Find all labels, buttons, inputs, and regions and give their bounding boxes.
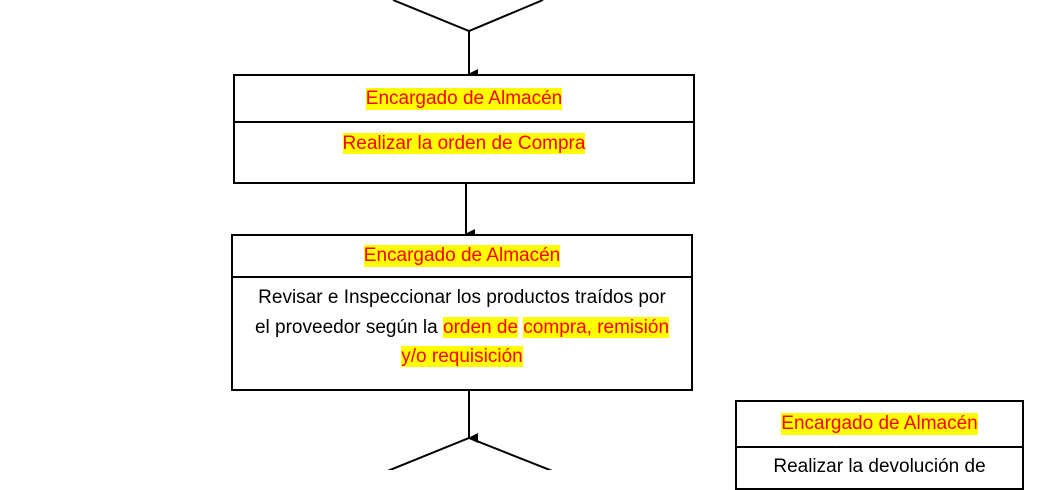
role-header: Encargado de Almacén bbox=[235, 76, 693, 123]
action-highlight: orden de bbox=[443, 316, 519, 338]
action-text: Revisar e Inspeccionar los productos tra… bbox=[233, 276, 691, 389]
action-text: Realizar la orden de Compra bbox=[235, 121, 693, 182]
process-box-purchase-order: Encargado de Almacén Realizar la orden d… bbox=[233, 74, 695, 184]
action-highlight: compra, remisión y/o requisición bbox=[401, 316, 670, 367]
role-header: Encargado de Almacén bbox=[737, 402, 1022, 448]
action-highlight: Realizar la orden de Compra bbox=[342, 133, 586, 154]
action-text: Realizar la devolución de bbox=[737, 446, 1022, 488]
decision-diamond-bottom bbox=[387, 436, 553, 470]
role-label: Encargado de Almacén bbox=[363, 245, 561, 267]
role-label: Encargado de Almacén bbox=[781, 413, 978, 435]
decision-diamond-top bbox=[392, 0, 544, 33]
flow-connectors bbox=[387, 0, 553, 470]
role-header: Encargado de Almacén bbox=[233, 236, 691, 278]
role-label: Encargado de Almacén bbox=[365, 87, 563, 110]
process-box-inspect-products: Encargado de Almacén Revisar e Inspeccio… bbox=[231, 234, 693, 391]
action-plain: Revisar e Inspeccionar los productos tra… bbox=[254, 287, 666, 338]
action-plain: Realizar la devolución de bbox=[773, 456, 986, 477]
process-box-return: Encargado de Almacén Realizar la devoluc… bbox=[735, 400, 1024, 490]
